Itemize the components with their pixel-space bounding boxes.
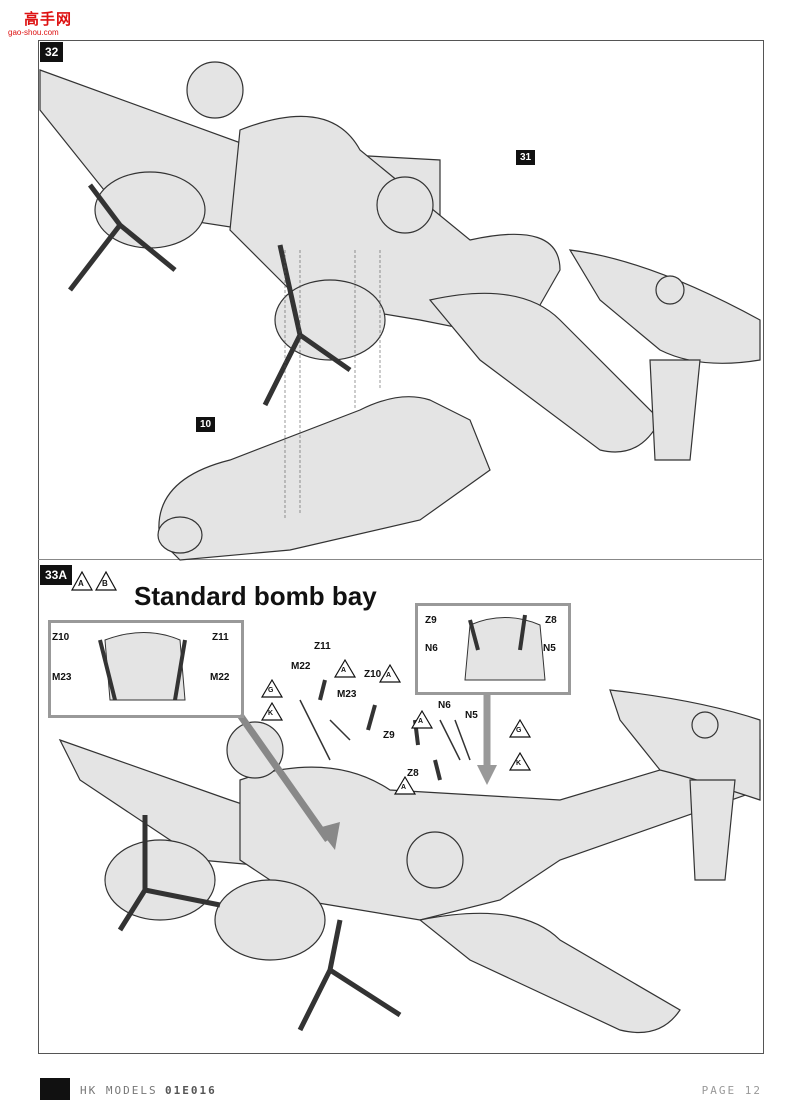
callout-tri-g-left: G xyxy=(268,687,274,694)
callout-z9: Z9 xyxy=(383,730,395,741)
hk-models-logo xyxy=(40,1078,70,1100)
tail-wheel-33a xyxy=(691,711,719,739)
wing-lower-33a xyxy=(418,912,681,1034)
triangle-k-right xyxy=(508,751,532,771)
fin-33a xyxy=(689,779,736,881)
part-number-31: 31 xyxy=(516,150,536,165)
inset-left-z11: Z11 xyxy=(212,632,229,643)
watermark-logo: 高手网 gao-shou.com xyxy=(4,4,74,38)
callout-tri-a-3: A xyxy=(418,718,424,725)
inset-left xyxy=(48,620,244,718)
callout-tri-k-left: K xyxy=(268,710,274,717)
wing-right-32 xyxy=(428,292,661,453)
engine-nacelle-right-33a xyxy=(214,879,326,961)
triangle-a-z8 xyxy=(393,775,417,795)
inset-left-bay-doors xyxy=(104,632,186,701)
inset-left-m22: M22 xyxy=(210,672,230,683)
inset-right xyxy=(415,603,571,695)
triangle-option-a-header xyxy=(70,570,94,591)
wheel-left-33a xyxy=(226,721,284,779)
callout-m23: M23 xyxy=(337,689,357,700)
inset-right-n5: N5 xyxy=(543,643,556,654)
arrow-left-head xyxy=(318,822,340,850)
callout-tri-k-right: K xyxy=(516,760,522,767)
callout-tri-g-right: G xyxy=(516,727,522,734)
nose-section-10 xyxy=(158,396,491,561)
propeller-left-32 xyxy=(68,183,177,292)
step-divider xyxy=(38,559,762,560)
part-n5-n6 xyxy=(439,719,471,761)
part-z10 xyxy=(366,704,377,731)
watermark-url: gao-shou.com xyxy=(8,28,59,37)
triangle-k-left xyxy=(260,701,284,721)
footer-brand: HK MODELS xyxy=(80,1084,158,1097)
footer-page-number: PAGE 12 xyxy=(701,1084,762,1097)
propeller-left-33a xyxy=(117,815,221,932)
propeller-right-32 xyxy=(262,244,352,407)
tail-wheel-32 xyxy=(655,275,685,305)
callout-m22: M22 xyxy=(291,661,311,672)
arrow-left-inset xyxy=(237,712,331,843)
triangle-a-z10 xyxy=(378,663,402,683)
fin-32 xyxy=(649,359,701,461)
callout-z8: Z8 xyxy=(407,768,419,779)
callout-n5: N5 xyxy=(465,710,478,721)
arrow-right-head xyxy=(477,765,497,785)
option-a-label: A xyxy=(78,579,84,588)
inset-left-door-left xyxy=(98,639,117,701)
triangle-a-z9 xyxy=(410,709,434,729)
engine-nacelle-left-33a xyxy=(104,839,216,921)
wheel-left-32 xyxy=(186,61,244,119)
part-m22-m23 xyxy=(299,699,351,761)
option-b-label: B xyxy=(102,579,108,588)
section-heading: Standard bomb bay xyxy=(134,581,377,611)
inset-right-door-left xyxy=(468,619,480,651)
part-z11 xyxy=(318,679,327,701)
callout-tri-a-2: A xyxy=(386,672,392,679)
footer-product-code: 01E016 xyxy=(165,1084,217,1097)
guide-lines-32 xyxy=(284,250,381,520)
inset-right-z9: Z9 xyxy=(425,615,437,626)
callout-n6: N6 xyxy=(438,700,451,711)
triangle-g-left xyxy=(260,678,284,698)
tail-32 xyxy=(568,249,761,364)
inset-right-n6: N6 xyxy=(425,643,438,654)
inset-right-bay-doors xyxy=(464,617,546,681)
inset-left-z10: Z10 xyxy=(52,632,70,643)
inset-left-door-right xyxy=(173,639,187,701)
callout-tri-a-1: A xyxy=(341,667,347,674)
callout-z11: Z11 xyxy=(314,641,331,652)
wheel-right-32 xyxy=(376,176,434,234)
wheel-right-33a xyxy=(406,831,464,889)
inset-left-m23: M23 xyxy=(52,672,72,683)
part-number-10: 10 xyxy=(196,417,216,432)
part-z8 xyxy=(433,759,442,781)
inset-right-z8: Z8 xyxy=(545,615,557,626)
triangle-a-z11 xyxy=(333,658,357,678)
nose-cone-10 xyxy=(157,516,203,554)
inset-right-door-right xyxy=(518,614,527,651)
engine-nacelle-right-32 xyxy=(274,279,386,361)
callout-tri-a-4: A xyxy=(401,784,407,791)
triangle-g-right xyxy=(508,718,532,738)
page-frame xyxy=(38,40,764,1054)
step-32-badge: 32 xyxy=(40,42,64,62)
triangle-option-b-header xyxy=(94,570,118,591)
propeller-right-33a xyxy=(297,919,402,1032)
watermark-text: 高手网 xyxy=(24,11,73,28)
step-33a-badge: 33A xyxy=(40,565,73,585)
tail-33a xyxy=(609,689,761,801)
callout-z10: Z10 xyxy=(364,669,382,680)
